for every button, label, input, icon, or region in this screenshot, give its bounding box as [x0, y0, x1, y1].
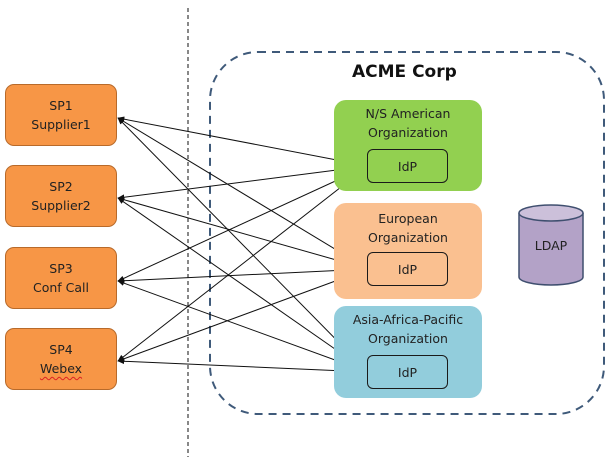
- sp1-id: SP1: [49, 98, 73, 113]
- sp4-name: Webex: [39, 361, 83, 376]
- apac-org-line2: Organization: [368, 331, 448, 346]
- ldap-database-icon: [518, 204, 584, 286]
- apac-org-box[interactable]: [334, 306, 482, 398]
- apac-idp-box[interactable]: IdP: [367, 355, 448, 389]
- ldap-label: LDAP: [534, 238, 568, 253]
- europe-org-box[interactable]: [334, 203, 482, 299]
- connection-sp2-apac: [117, 197, 369, 373]
- sp1-name: Supplier1: [31, 117, 91, 132]
- americas-org-line1: N/S American: [365, 106, 451, 121]
- apac-org-line1: Asia-Africa-Pacific: [352, 312, 464, 327]
- europe-org-line1: European: [378, 211, 438, 226]
- sp3-box[interactable]: SP3 Conf Call: [5, 247, 117, 309]
- sp2-id: SP2: [49, 179, 73, 194]
- connection-sp4-europe: [117, 268, 369, 362]
- europe-idp-box[interactable]: IdP: [367, 252, 448, 286]
- connection-sp4-apac: [117, 358, 369, 375]
- connection-sp3-europe: [117, 266, 369, 284]
- europe-org-line2: Organization: [368, 230, 448, 245]
- americas-org-box[interactable]: [334, 100, 482, 191]
- sp2-name: Supplier2: [31, 198, 91, 213]
- americas-org-line2: Organization: [368, 125, 448, 140]
- sp4-id: SP4: [49, 342, 73, 357]
- sp4-box[interactable]: SP4 Webex: [5, 328, 117, 390]
- sp3-id: SP3: [49, 261, 73, 276]
- connection-sp1-apac: [117, 117, 369, 373]
- sp1-box[interactable]: SP1 Supplier1: [5, 84, 117, 146]
- sp3-name: Conf Call: [32, 280, 89, 295]
- sp2-box[interactable]: SP2 Supplier2: [5, 165, 117, 227]
- connection-sp1-americas: [117, 116, 369, 168]
- connection-sp2-europe: [117, 197, 369, 270]
- connection-sp3-apac: [117, 280, 369, 373]
- acme-corp-title: ACME Corp: [352, 62, 457, 82]
- americas-idp-box[interactable]: IdP: [367, 149, 448, 183]
- connection-arrows: [117, 116, 369, 375]
